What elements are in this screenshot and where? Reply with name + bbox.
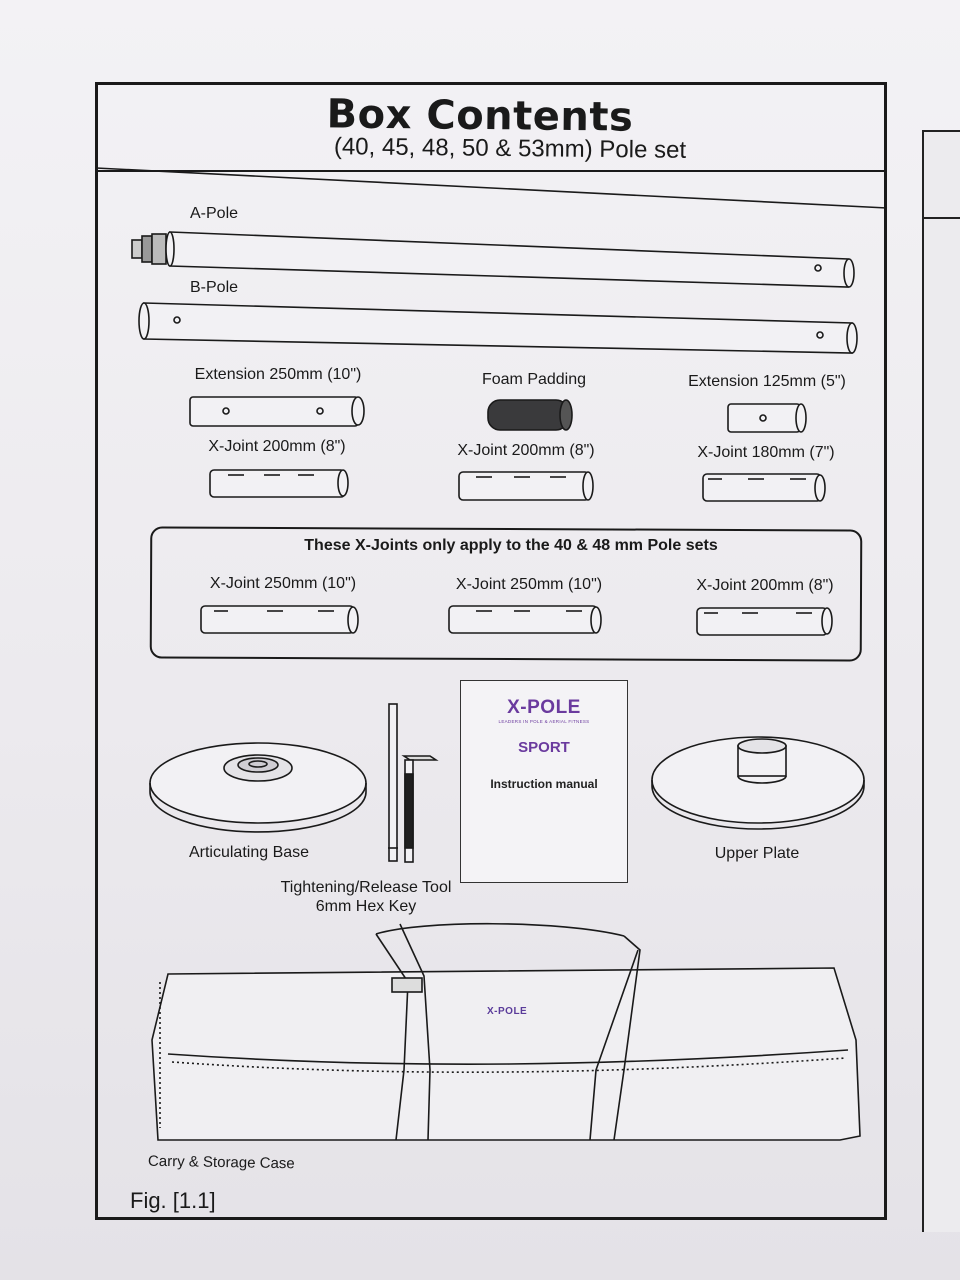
- extension-250-drawing: [189, 396, 365, 427]
- xjoint-box-3-drawing: [696, 607, 833, 636]
- carry-case-label: Carry & Storage Case: [147, 1152, 295, 1173]
- carry-case-drawing: [151, 922, 861, 1141]
- upper-plate-drawing: [651, 736, 865, 830]
- xjoint-box-label-2: X-Joint 250mm (10"): [455, 576, 603, 593]
- adjacent-page-edge: [922, 130, 960, 1232]
- manual-label: Instruction manual: [490, 777, 598, 791]
- xjoint-row2-middle-label: X-Joint 200mm (8"): [457, 442, 595, 459]
- articulating-base-label: Articulating Base: [188, 844, 310, 861]
- xjoint-note-title: These X-Joints only apply to the 40 & 48…: [304, 537, 718, 554]
- manual-edition: SPORT: [518, 739, 570, 756]
- header-lower-rule: [95, 167, 888, 209]
- b-pole-label: B-Pole: [190, 279, 239, 296]
- hex-key-drawing: [388, 703, 439, 863]
- manual-tagline: LEADERS IN POLE & AERIAL FITNESS: [498, 719, 590, 724]
- case-logo: X-POLE: [487, 1006, 528, 1017]
- extension-250-label: Extension 250mm (10"): [194, 366, 362, 383]
- articulating-base-drawing: [149, 742, 367, 833]
- b-pole-drawing: [138, 302, 858, 354]
- xjoint-row2-right-label: X-Joint 180mm (7"): [697, 444, 835, 461]
- extension-125-label: Extension 125mm (5"): [688, 373, 846, 390]
- xjoint-row2-middle-drawing: [458, 471, 594, 501]
- a-pole-label: A-Pole: [190, 205, 239, 222]
- foam-padding-drawing: [487, 399, 573, 431]
- a-pole-drawing: [131, 231, 855, 288]
- xjoint-box-1-drawing: [200, 605, 359, 634]
- figure-label: Fig. [1.1]: [130, 1188, 216, 1213]
- tool-label-line1: Tightening/Release Tool: [280, 879, 452, 896]
- xjoint-box-label-1: X-Joint 250mm (10"): [209, 575, 357, 592]
- xjoint-box-label-3: X-Joint 200mm (8"): [696, 577, 834, 594]
- foam-padding-label: Foam Padding: [481, 371, 587, 388]
- content-frame: [95, 82, 887, 1220]
- xjoint-box-2-drawing: [448, 605, 602, 634]
- upper-plate-label: Upper Plate: [714, 845, 800, 862]
- instruction-manual-booklet: X-POLE LEADERS IN POLE & AERIAL FITNESS …: [460, 680, 628, 883]
- xjoint-row2-left-label: X-Joint 200mm (8"): [208, 438, 346, 455]
- extension-125-drawing: [727, 403, 807, 433]
- manual-brand-logo: X-POLE: [507, 697, 581, 718]
- tool-label-line2: 6mm Hex Key: [315, 898, 417, 915]
- xjoint-row2-right-drawing: [702, 473, 826, 502]
- xjoint-row2-left-drawing: [209, 469, 349, 498]
- header-divider: [98, 170, 884, 172]
